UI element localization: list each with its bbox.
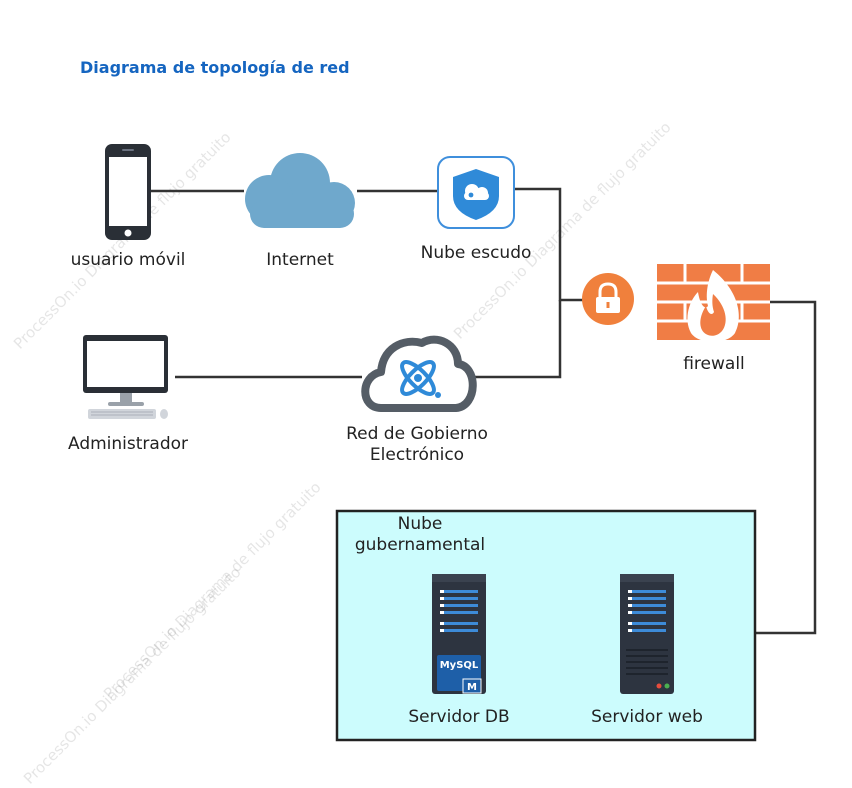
link-egov-lock xyxy=(470,300,562,379)
db-server-label: Servidor DB xyxy=(408,707,510,727)
egov-label: Red de Gobierno Electrónico xyxy=(346,424,488,465)
mysql-m-text: M xyxy=(467,682,477,693)
internet-label: Internet xyxy=(266,250,334,270)
mysql-badge-text: MySQL xyxy=(440,660,479,671)
admin-monitor-icon xyxy=(83,335,168,419)
gov-cloud-container xyxy=(335,509,757,742)
mobile-user-label: usuario móvil xyxy=(70,250,186,270)
db-server-icon xyxy=(432,574,486,694)
mobile-phone-icon xyxy=(105,144,151,240)
web-server-icon xyxy=(620,574,674,694)
gov-cloud-label: Nube gubernamental xyxy=(354,514,486,555)
internet-cloud-icon xyxy=(245,153,355,228)
admin-label: Administrador xyxy=(67,434,188,454)
egov-cloud-icon xyxy=(361,335,477,412)
shield-cloud-icon xyxy=(437,156,515,229)
web-server-label: Servidor web xyxy=(591,707,703,727)
firewall-label: firewall xyxy=(683,354,745,374)
firewall-icon xyxy=(657,264,770,342)
connectors xyxy=(150,187,817,639)
link-shield-lock xyxy=(515,187,584,302)
lock-icon xyxy=(582,273,634,325)
shield-cloud-label: Nube escudo xyxy=(420,243,532,263)
page-title: Diagrama de topología de red xyxy=(80,58,350,77)
